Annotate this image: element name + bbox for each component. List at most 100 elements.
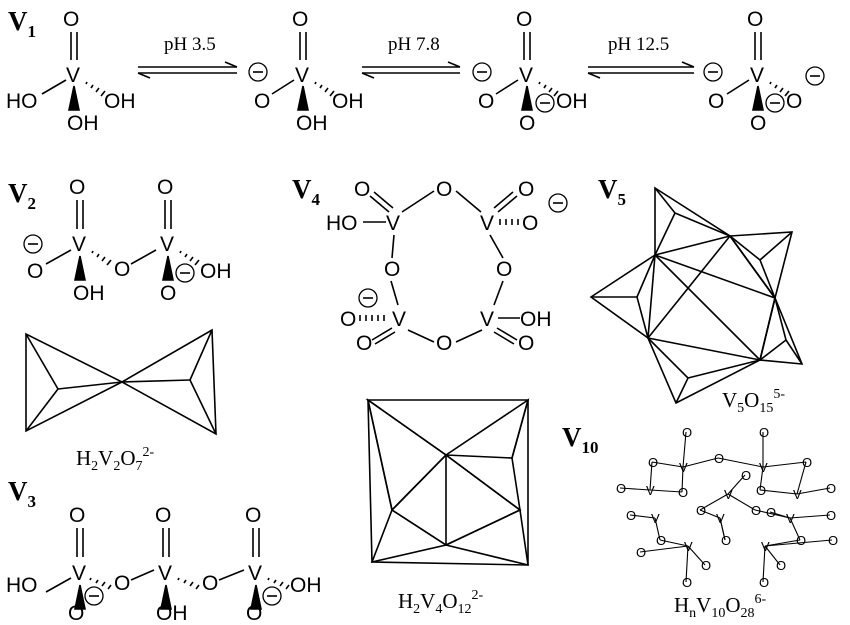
ph-label-1: pH 3.5 [164, 34, 216, 55]
atom-o: O [626, 508, 636, 523]
v10-bond [649, 461, 653, 491]
atom-v: V [72, 562, 86, 585]
negative-charge-icon [358, 288, 378, 308]
atom-o: O [436, 332, 452, 355]
atom-o: O [759, 575, 769, 590]
v10-bond [687, 545, 706, 566]
atom-o: O [384, 258, 400, 281]
v10-bond [699, 493, 729, 511]
v10-bond [789, 517, 801, 541]
v10-bond [682, 457, 719, 468]
atom-o: O [69, 176, 85, 199]
v10-bond [796, 487, 831, 495]
atom-o: O [356, 332, 372, 355]
atom-v: V [716, 511, 725, 526]
atom-v: V [295, 64, 309, 87]
atom-v: V [480, 308, 494, 331]
atom-o: O [786, 90, 802, 113]
group-oh: OH [290, 574, 322, 597]
atom-o: O [826, 481, 836, 496]
atom-o: O [246, 602, 262, 625]
negative-charge-icon [23, 234, 43, 254]
atom-v: V [248, 562, 262, 585]
atom-o: O [518, 178, 534, 201]
atom-o: O [796, 533, 806, 548]
atom-o: O [518, 332, 534, 355]
atom-o: O [648, 455, 658, 470]
formula-h2v2o7: H2V2O72- [76, 445, 155, 474]
label-v3: V3 [8, 476, 36, 511]
group-ho: HO [6, 574, 38, 597]
label-v2: V2 [8, 178, 36, 213]
v10-bond [727, 474, 746, 495]
negative-charge-icon [84, 586, 104, 606]
atom-o: O [155, 504, 171, 527]
group-oh: OH [520, 308, 552, 331]
atom-o: O [354, 178, 370, 201]
v10-bond [769, 511, 791, 519]
atom-o: O [656, 533, 666, 548]
atom-o: O [802, 455, 812, 470]
atom-o: O [160, 282, 176, 305]
v10-bond [764, 545, 781, 566]
negative-charge-icon [548, 193, 568, 213]
atom-o: O [157, 176, 173, 199]
label-v4: V4 [292, 174, 321, 209]
atom-o: O [708, 90, 724, 113]
atom-o: O [682, 425, 692, 440]
atom-v: V [724, 487, 733, 502]
v10-bond [762, 545, 766, 583]
equilibrium-arrow-3: pH 12.5 [587, 34, 695, 79]
v10-bond [762, 461, 807, 468]
atom-o: O [721, 533, 731, 548]
atom-o: O [519, 112, 535, 135]
group-oh: OH [332, 90, 364, 113]
v10-bond [759, 489, 798, 495]
atom-o: O [516, 8, 532, 31]
atom-o: O [682, 575, 692, 590]
v10-bond [651, 461, 684, 468]
atom-o: O [522, 212, 538, 235]
negative-charge-icon [175, 263, 195, 283]
v10-bond [682, 431, 687, 468]
atom-v: V [66, 64, 80, 87]
v10-bond [759, 466, 764, 491]
atom-v: V [759, 460, 768, 475]
atom-o: O [696, 503, 706, 518]
atom-o: O [292, 8, 308, 31]
equilibrium-arrow-1: pH 3.5 [137, 34, 238, 79]
negative-charge-icon [248, 62, 268, 82]
atom-v: V [386, 212, 400, 235]
v10-bond [681, 466, 684, 493]
equilibrium-arrow-2: pH 7.8 [361, 34, 461, 79]
v10-bond [727, 493, 756, 511]
species-h2vo4: O V O OH OH [248, 8, 364, 135]
species-h3vo4: O V HO OH OH [6, 8, 136, 135]
atom-o: O [478, 90, 494, 113]
polyhedron-v2-bowtie [25, 328, 217, 436]
label-v5: V5 [598, 174, 626, 209]
ph-label-3: pH 12.5 [608, 34, 669, 55]
v10-bond [659, 539, 689, 547]
v10-bond [654, 517, 661, 541]
v10-bond [629, 514, 656, 519]
ph-label-2: pH 7.8 [388, 34, 440, 55]
hash-bond [85, 81, 106, 97]
v10-bond [699, 509, 721, 519]
atom-o: O [340, 308, 356, 331]
atom-o: O [766, 505, 776, 520]
atom-v: V [793, 487, 802, 502]
formula-v5o15: V5O155- [722, 387, 785, 416]
group-oh: OH [200, 260, 232, 283]
formula-h2v4o12: H2V4O122- [398, 588, 484, 617]
species-hvo4: O V O O OH [472, 8, 588, 135]
atom-o: O [68, 602, 84, 625]
group-oh: OH [104, 90, 136, 113]
atom-v: V [684, 539, 693, 554]
label-v1: V1 [8, 6, 36, 41]
atom-o: O [828, 533, 838, 548]
v10-bond [717, 457, 764, 468]
atom-o: O [636, 545, 646, 560]
